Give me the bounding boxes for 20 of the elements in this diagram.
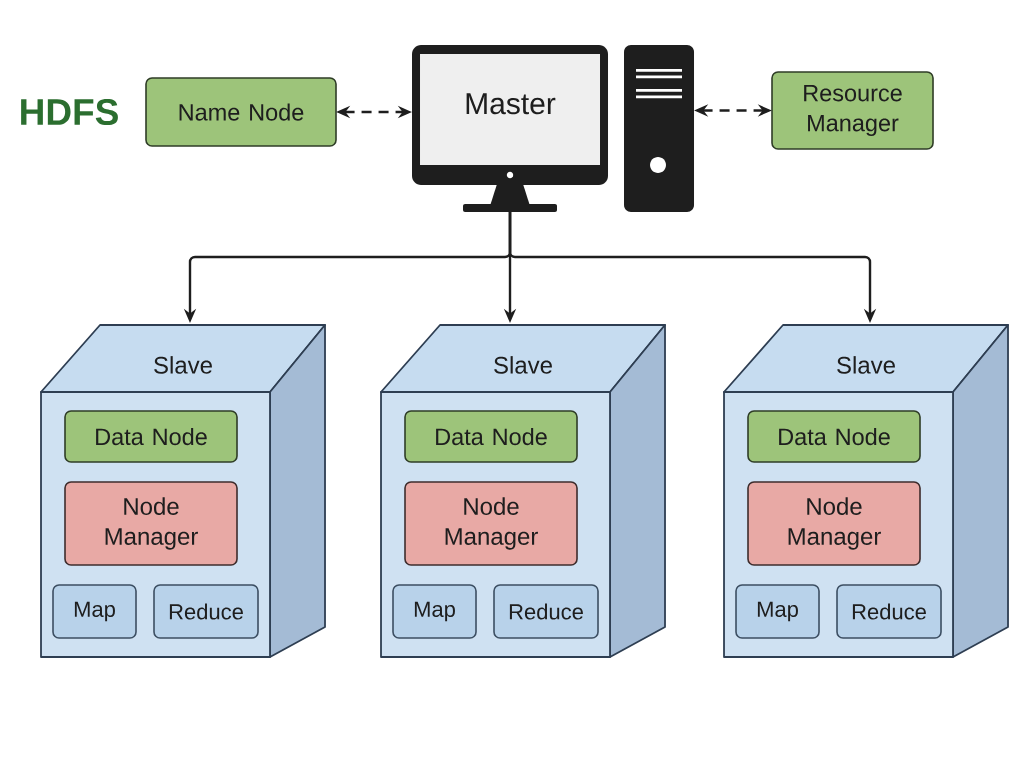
node-label: Slave [494, 356, 552, 374]
task-box: Map [735, 584, 820, 639]
task-box: Reduce [493, 584, 599, 639]
node-label: Slave [154, 356, 212, 374]
heading-text: HDFS [21, 98, 118, 126]
task-box: Reduce [836, 584, 942, 639]
component-box: Node Manager [404, 481, 578, 566]
task-box: Map [52, 584, 137, 639]
node-label: Slave [837, 356, 895, 374]
component-box: Data Node [404, 410, 578, 463]
component-box: Node Manager [64, 481, 238, 566]
component-box: Node Manager [747, 481, 921, 566]
component-box: Resource Manager [771, 71, 934, 150]
component-box: Name Node [145, 77, 337, 147]
task-box: Reduce [153, 584, 259, 639]
component-box: Data Node [747, 410, 921, 463]
computer-monitor: Master [412, 45, 608, 212]
task-box: Map [392, 584, 477, 639]
computer-tower [624, 45, 694, 212]
component-box: Data Node [64, 410, 238, 463]
